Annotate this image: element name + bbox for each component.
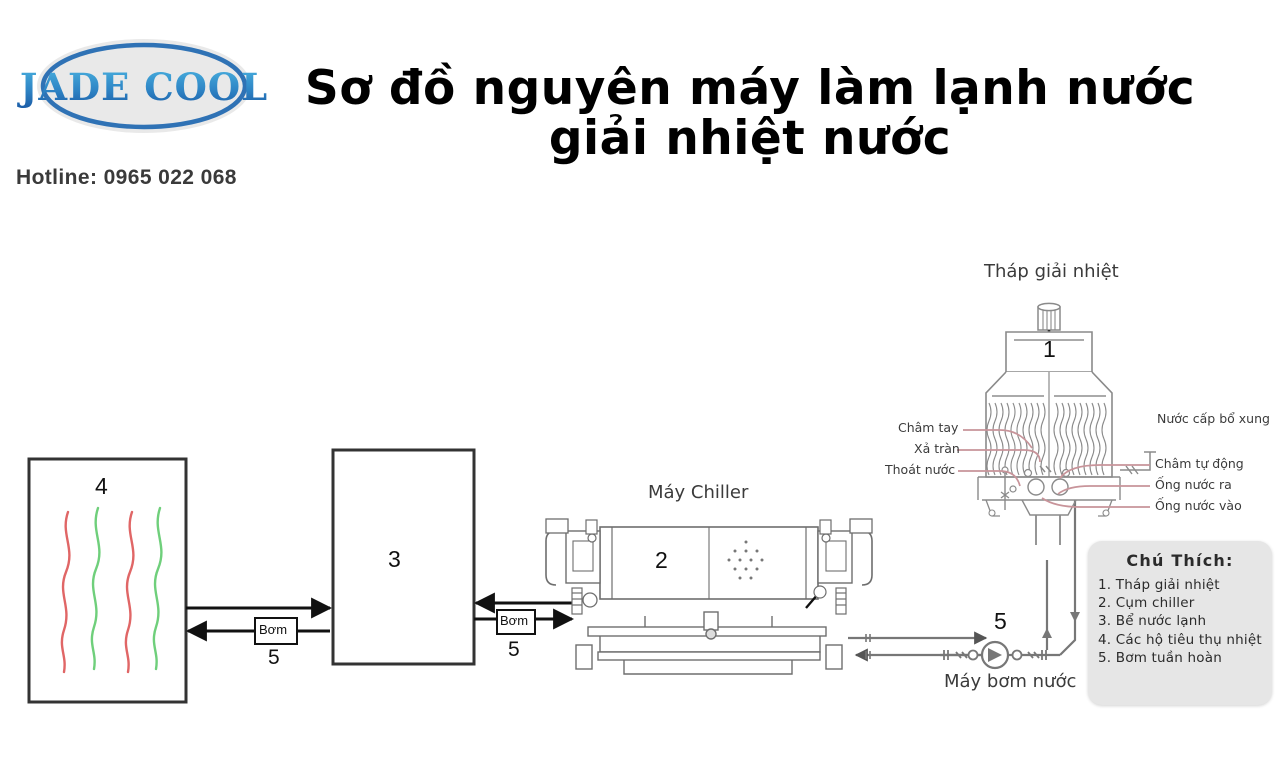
tower-risers xyxy=(1042,500,1080,656)
pump-number-2: 5 xyxy=(508,638,520,661)
chiller-number: 2 xyxy=(655,547,668,573)
page-title-line2: giải nhiệt nước xyxy=(548,110,952,166)
pump-number-1: 5 xyxy=(268,646,280,669)
label-ong-nuoc-vao: Ống nước vào xyxy=(1155,498,1242,513)
chiller-unit xyxy=(545,518,873,675)
pump-box-1 xyxy=(254,617,298,645)
logo-oval-fill xyxy=(37,39,251,133)
cooling-tower-number: 1 xyxy=(1043,336,1056,362)
legend-item: 1. Tháp giải nhiệt xyxy=(1098,577,1220,593)
label-nuoc-cap-bo-xung: Nước cấp bổ xung xyxy=(1157,411,1270,426)
coil-red-2 xyxy=(124,510,135,674)
legend-item: 4. Các hộ tiêu thụ nhiệt xyxy=(1098,631,1262,648)
coil-green-2 xyxy=(152,506,163,671)
company-logo: JADE COOL xyxy=(17,36,267,136)
water-pump-caption: Máy bơm nước xyxy=(944,671,1077,692)
heat-consumers-box xyxy=(27,457,188,704)
coil-red-1 xyxy=(60,510,71,674)
legend-title: Chú Thích: xyxy=(1126,551,1234,570)
cooling-tower xyxy=(977,302,1156,545)
pump-box-2 xyxy=(496,609,536,635)
legend-item: 3. Bể nước lạnh xyxy=(1098,613,1207,630)
water-pump-number: 5 xyxy=(994,608,1007,634)
heat-consumers-number: 4 xyxy=(95,473,108,499)
label-cham-tu-dong: Châm tự động xyxy=(1155,456,1244,471)
label-ong-nuoc-ra: Ống nước ra xyxy=(1155,477,1232,492)
cooling-tower-caption: Tháp giải nhiệt xyxy=(984,261,1119,282)
pump-label-1: Bơm xyxy=(259,622,288,637)
coil-green-1 xyxy=(90,506,101,671)
logo-svg: JADE COOL xyxy=(17,39,267,133)
cold-water-tank-number: 3 xyxy=(388,546,401,572)
label-xa-tran: Xả tràn xyxy=(914,441,960,456)
label-thoat-nuoc: Thoát nước xyxy=(885,462,956,477)
hotline-text: Hotline: 0965 022 068 xyxy=(16,166,237,189)
legend-list: 1. Tháp giải nhiệt 2. Cụm chiller 3. Bể … xyxy=(1088,576,1272,667)
logo-wordmark: JADE COOL xyxy=(17,65,268,109)
pump-label-2: Bơm xyxy=(500,613,529,628)
cold-water-tank-box xyxy=(331,448,476,666)
chiller-caption: Máy Chiller xyxy=(648,482,749,503)
legend-item: 5. Bơm tuần hoàn xyxy=(1098,649,1222,666)
page-title: Sơ đồ nguyên máy làm lạnh nước giải nhiệ… xyxy=(290,64,1210,164)
label-cham-tay: Châm tay xyxy=(898,420,959,435)
page-title-line1: Sơ đồ nguyên máy làm lạnh nước xyxy=(304,61,1196,116)
legend-box: Chú Thích: 1. Tháp giải nhiệt 2. Cụm chi… xyxy=(1088,541,1272,705)
water-pump-symbol xyxy=(940,640,1060,670)
logo-oval-ring xyxy=(40,42,248,130)
tower-leader-lines xyxy=(957,429,1150,508)
legend-item: 2. Cụm chiller xyxy=(1098,595,1195,612)
